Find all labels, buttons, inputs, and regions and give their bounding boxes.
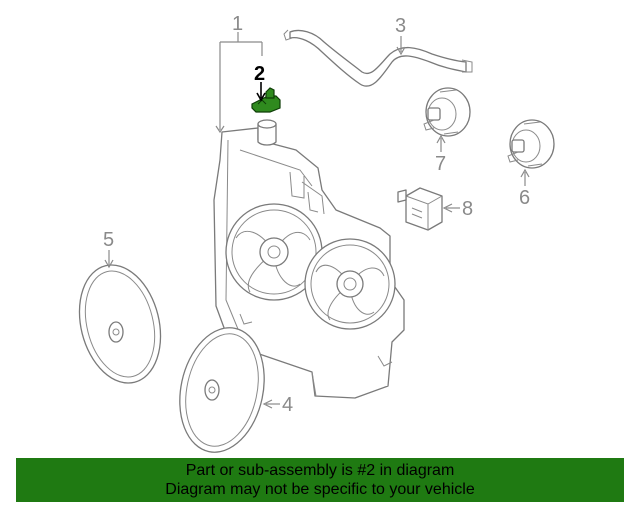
parts-diagram: 1 2 3 4 5 6 7 8: [68, 13, 555, 460]
part-2-clip[interactable]: [251, 87, 281, 113]
callout-4: 4: [282, 394, 293, 416]
part-5-fan[interactable]: [68, 256, 173, 391]
callout-1: 1: [232, 13, 243, 35]
callout-3: 3: [395, 15, 406, 37]
callout-5: 5: [103, 229, 114, 251]
callout-2: 2: [254, 63, 265, 85]
part-6-fan-motor[interactable]: [507, 119, 555, 169]
callout-6: 6: [519, 187, 530, 209]
part-7-fan-motor[interactable]: [423, 87, 471, 137]
part-8-relay[interactable]: [397, 187, 443, 231]
leader-lines: [104, 32, 530, 409]
info-banner: Part or sub-assembly is #2 in diagram Di…: [16, 458, 624, 502]
callout-7: 7: [435, 153, 446, 175]
part-4-fan[interactable]: [169, 320, 275, 460]
part-1-fan-shroud[interactable]: [213, 119, 405, 399]
part-3-hose[interactable]: [283, 29, 473, 87]
banner-line-1: Part or sub-assembly is #2 in diagram: [185, 462, 455, 479]
banner-line-2: Diagram may not be specific to your vehi…: [165, 481, 475, 498]
callout-8: 8: [462, 198, 473, 220]
